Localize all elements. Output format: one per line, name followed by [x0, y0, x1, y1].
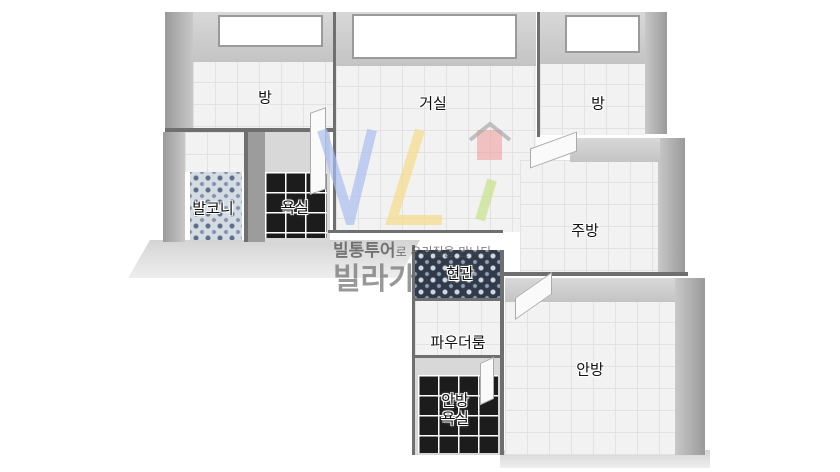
room-label-master-bath: 안방	[441, 391, 469, 410]
room-floor	[336, 64, 536, 232]
room-label-bathroom: 욕실	[281, 198, 309, 217]
room-floor	[540, 62, 645, 135]
wall-divider	[328, 230, 503, 233]
wall-divider	[333, 12, 336, 232]
balcony-tile	[190, 172, 242, 240]
room-label-powder-room: 파우더룸	[430, 333, 486, 352]
room-floor	[415, 300, 500, 355]
wall-divider	[415, 298, 503, 301]
room-floor	[505, 300, 677, 455]
wall	[165, 12, 193, 130]
slogan-bold: 빌통투어	[333, 241, 396, 261]
wall	[570, 138, 660, 162]
room-label-master-bath: 욕실	[441, 409, 469, 428]
wall	[675, 278, 705, 455]
window	[352, 14, 517, 59]
wall	[248, 132, 265, 242]
window	[218, 15, 323, 47]
window	[565, 15, 640, 53]
watermark-slogan: 빌통투어로 우리집을 만나다	[333, 236, 492, 261]
slogan-rest: 로 우리집을 만나다	[395, 245, 492, 259]
watermark-brand: 빌라가	[333, 262, 416, 297]
room-label-bedroom: 방	[591, 94, 605, 113]
room-label-master-bedroom: 안방	[576, 360, 604, 379]
bathroom-tile	[265, 172, 327, 238]
room-floor	[520, 160, 660, 272]
room-label-bedroom: 방	[258, 88, 272, 107]
room-label-balcony: 발코니	[192, 199, 234, 218]
door	[310, 107, 326, 195]
wall	[658, 138, 685, 272]
wall-divider	[244, 130, 248, 242]
wall-divider	[503, 272, 688, 276]
wall-divider	[500, 250, 504, 455]
room-label-entrance: 현관	[446, 264, 474, 283]
room-floor	[193, 60, 333, 130]
entrance-tile	[415, 250, 500, 298]
wall-divider	[537, 12, 540, 137]
wall	[163, 132, 185, 242]
room-label-living: 거실	[419, 94, 447, 113]
wall	[645, 12, 667, 134]
room-floor	[185, 132, 245, 172]
wall-divider	[412, 245, 415, 455]
door	[480, 356, 494, 406]
wall-divider	[415, 355, 503, 358]
room-label-kitchen: 주방	[571, 221, 599, 240]
wall-divider	[165, 128, 335, 132]
